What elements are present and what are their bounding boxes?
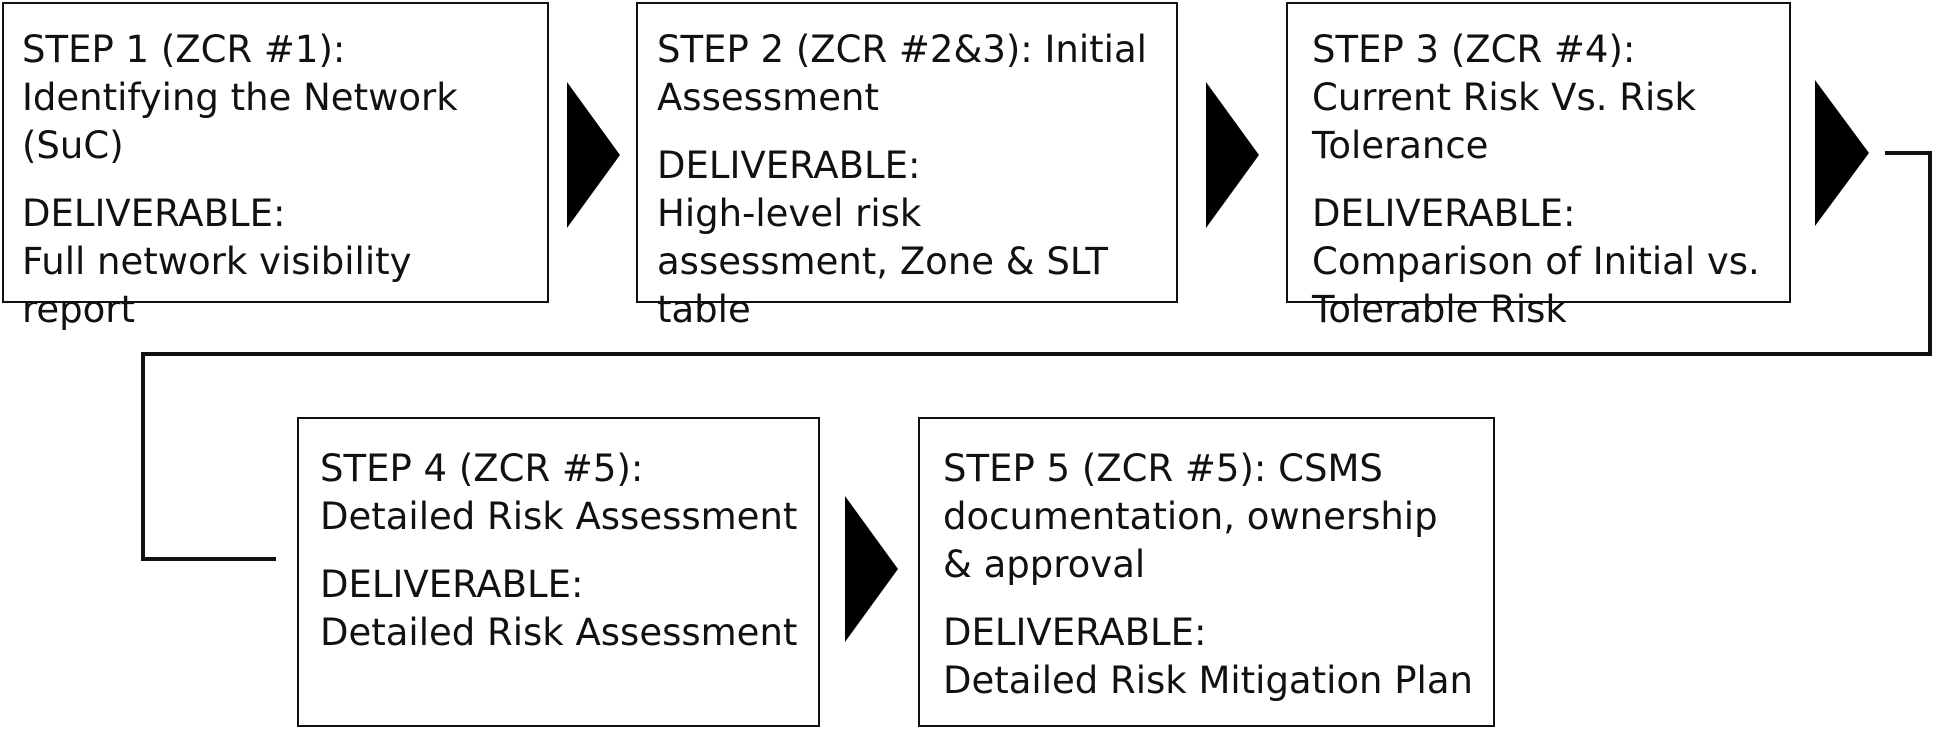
step-2-title: STEP 2 (ZCR #2&3): Initial Assessment [657,28,1147,119]
step-3-box: STEP 3 (ZCR #4): Current Risk Vs. Risk T… [1286,2,1791,331]
step-1-deliverable-label: DELIVERABLE: [22,192,286,235]
arrow-step1-to-step2 [567,82,620,228]
step-1-title: STEP 1 (ZCR #1): Identifying the Network… [22,28,458,167]
step-1-deliverable: Full network visibility report [22,240,412,331]
step-3-deliverable-label: DELIVERABLE: [1312,192,1576,235]
step-4-title: STEP 4 (ZCR #5): Detailed Risk Assessmen… [320,447,798,538]
step-3-deliverable: Comparison of Initial vs. Tolerable Risk [1312,240,1760,331]
step-5-deliverable-label: DELIVERABLE: [943,611,1207,654]
arrow-step2-to-step3 [1206,82,1259,228]
arrow-step3-to-connector [1815,80,1869,226]
step-2-box: STEP 2 (ZCR #2&3): Initial Assessment DE… [636,2,1178,331]
step-5-deliverable: Detailed Risk Mitigation Plan [943,659,1473,702]
step-1-box: STEP 1 (ZCR #1): Identifying the Network… [2,2,549,331]
step-5-title: STEP 5 (ZCR #5): CSMS documentation, own… [943,447,1438,586]
step-4-deliverable: Detailed Risk Assessment [320,611,798,654]
step-4-deliverable-label: DELIVERABLE: [320,563,584,606]
step-2-deliverable: High-level risk assessment, Zone & SLT t… [657,192,1109,331]
arrow-step4-to-step5 [845,496,898,642]
wrap-connector-line [141,151,1932,561]
step-4-box: STEP 4 (ZCR #5): Detailed Risk Assessmen… [297,417,820,727]
step-5-box: STEP 5 (ZCR #5): CSMS documentation, own… [918,417,1495,727]
step-3-title: STEP 3 (ZCR #4): Current Risk Vs. Risk T… [1312,28,1696,167]
step-2-deliverable-label: DELIVERABLE: [657,144,921,187]
